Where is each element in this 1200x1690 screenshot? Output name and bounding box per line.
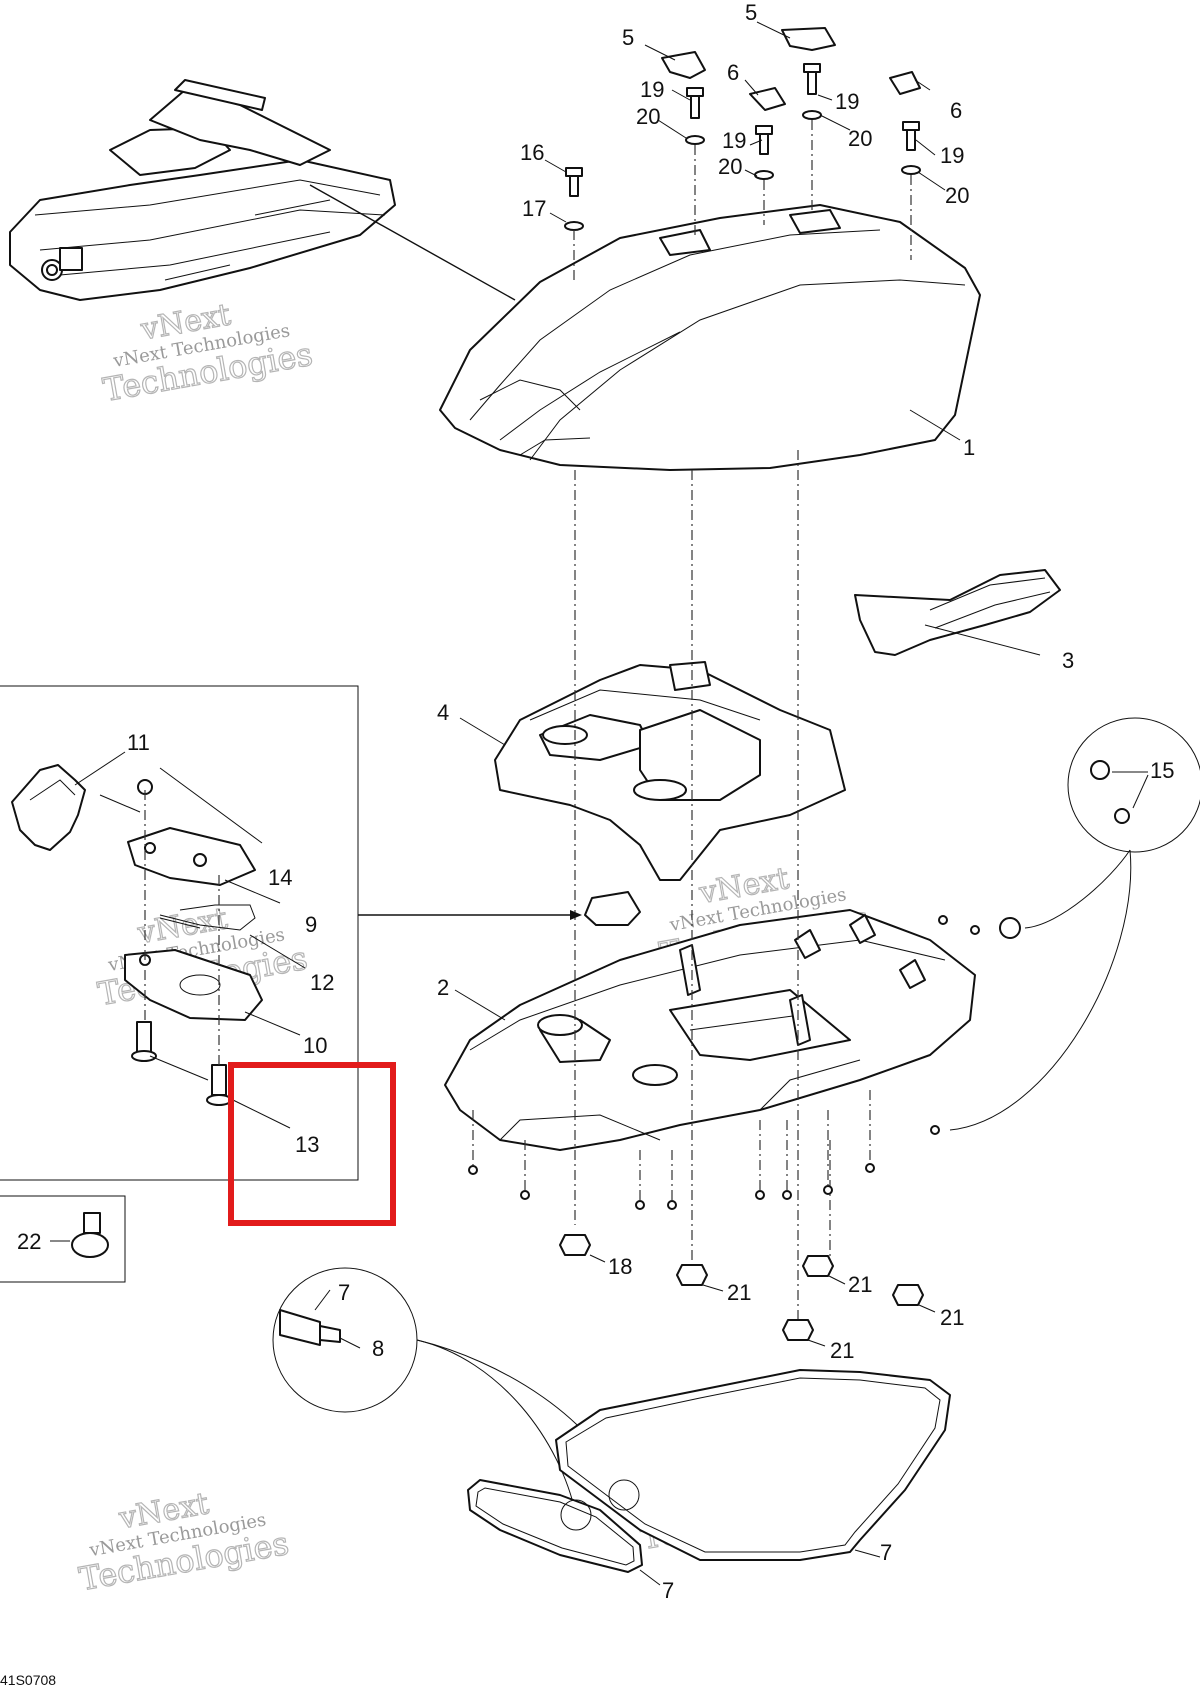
callout-14: 14 — [268, 865, 292, 890]
part-5-handle-right — [781, 27, 836, 51]
washer-20-d — [901, 165, 921, 175]
part-13-pin-b — [206, 1064, 232, 1106]
callout-3: 3 — [1062, 648, 1074, 673]
nut-21-d — [782, 1319, 814, 1341]
washer-20-c — [754, 170, 774, 180]
callout-labels: 1 2 3 4 5 5 6 6 7 7 7 8 9 10 11 12 13 14… — [17, 0, 1174, 1603]
screw-19-d — [902, 121, 920, 151]
callout-7-detail: 7 — [338, 1280, 350, 1305]
nut-21-b — [802, 1255, 834, 1277]
drawing-code: 41S0708 — [0, 1672, 56, 1688]
callout-13: 13 — [295, 1132, 319, 1157]
callout-16: 16 — [520, 140, 544, 165]
washer-20-b — [802, 110, 822, 120]
callout-6-right: 6 — [950, 98, 962, 123]
callout-22: 22 — [17, 1229, 41, 1254]
callout-19-b: 19 — [835, 89, 859, 114]
callout-1: 1 — [963, 435, 975, 460]
washer-17 — [564, 221, 584, 231]
watermark-bottom-left: vNext vNext Technologies Technologies — [76, 1486, 292, 1599]
seal-joint-marker-a — [560, 1499, 592, 1531]
fastener-15-detail-circle — [949, 717, 1200, 1131]
callout-7-large-seal: 7 — [880, 1540, 892, 1565]
nut-21-a — [676, 1264, 708, 1286]
callout-5-left: 5 — [622, 25, 634, 50]
part-2-lower-tray — [444, 909, 976, 1151]
callout-21-b: 21 — [848, 1272, 872, 1297]
callout-10: 10 — [303, 1033, 327, 1058]
screw-19-b — [803, 63, 821, 95]
callout-20-a: 20 — [636, 104, 660, 129]
clamp-detail-box — [0, 1195, 126, 1283]
callout-15: 15 — [1150, 758, 1174, 783]
watercraft-overview-illustration — [9, 79, 396, 301]
part-6-pad-right — [889, 71, 921, 95]
washer-20-a — [685, 135, 705, 145]
callout-6-left: 6 — [727, 60, 739, 85]
callout-11: 11 — [127, 730, 150, 755]
assembly-center-lines — [573, 120, 912, 1330]
screw-19-a — [686, 87, 704, 119]
part-1-top-cover — [439, 204, 981, 471]
callout-20-b: 20 — [848, 126, 872, 151]
callout-19-d: 19 — [940, 143, 964, 168]
callout-20-d: 20 — [945, 183, 969, 208]
part-4-storage-bin — [494, 661, 846, 881]
nut-18 — [559, 1234, 591, 1256]
callout-5-right: 5 — [745, 0, 757, 25]
highlight-box-part-13 — [228, 1062, 396, 1226]
nut-21-c — [892, 1284, 924, 1306]
part-12-spring — [159, 904, 256, 931]
callout-7-small-seal: 7 — [662, 1578, 674, 1603]
callout-12: 12 — [310, 970, 334, 995]
callout-2: 2 — [437, 975, 449, 1000]
part-22-clamp — [71, 1212, 109, 1258]
seal-joint-marker-b — [608, 1479, 640, 1511]
callout-8: 8 — [372, 1336, 384, 1361]
tray-fastener-lines — [472, 1090, 871, 1200]
callout-21-c: 21 — [940, 1305, 964, 1330]
callout-17: 17 — [522, 196, 546, 221]
seal-joint-detail-circle — [272, 1267, 625, 1516]
callout-18: 18 — [608, 1254, 632, 1279]
callout-21-d: 21 — [830, 1338, 854, 1363]
callout-4: 4 — [437, 700, 449, 725]
callout-9: 9 — [305, 912, 317, 937]
screw-19-c — [755, 125, 773, 155]
screw-16 — [565, 167, 583, 197]
overview-leader-line — [309, 184, 516, 301]
part-5-handle-left — [661, 51, 706, 79]
part-6-pad-left — [749, 87, 786, 111]
part-14-plate — [127, 779, 256, 886]
callout-20-c: 20 — [718, 154, 742, 179]
callout-leader-lines — [74, 21, 1041, 1586]
part-13-pin-a — [131, 1021, 157, 1062]
part-10-base — [124, 949, 263, 1021]
latch-on-tray — [584, 891, 641, 926]
callout-19-a: 19 — [640, 77, 664, 102]
part-3-seal-strip — [854, 569, 1061, 656]
part-11-latch — [11, 764, 86, 851]
latch-detail-box — [0, 685, 582, 1181]
tray-fasteners — [468, 915, 1021, 1210]
watermark-top-left: vNext vNext Technologies Technologies — [100, 297, 316, 410]
callout-21-a: 21 — [727, 1280, 751, 1305]
callout-19-c: 19 — [722, 128, 746, 153]
part-7-seal-small — [467, 1479, 643, 1573]
part-7-seal-large — [555, 1369, 951, 1561]
